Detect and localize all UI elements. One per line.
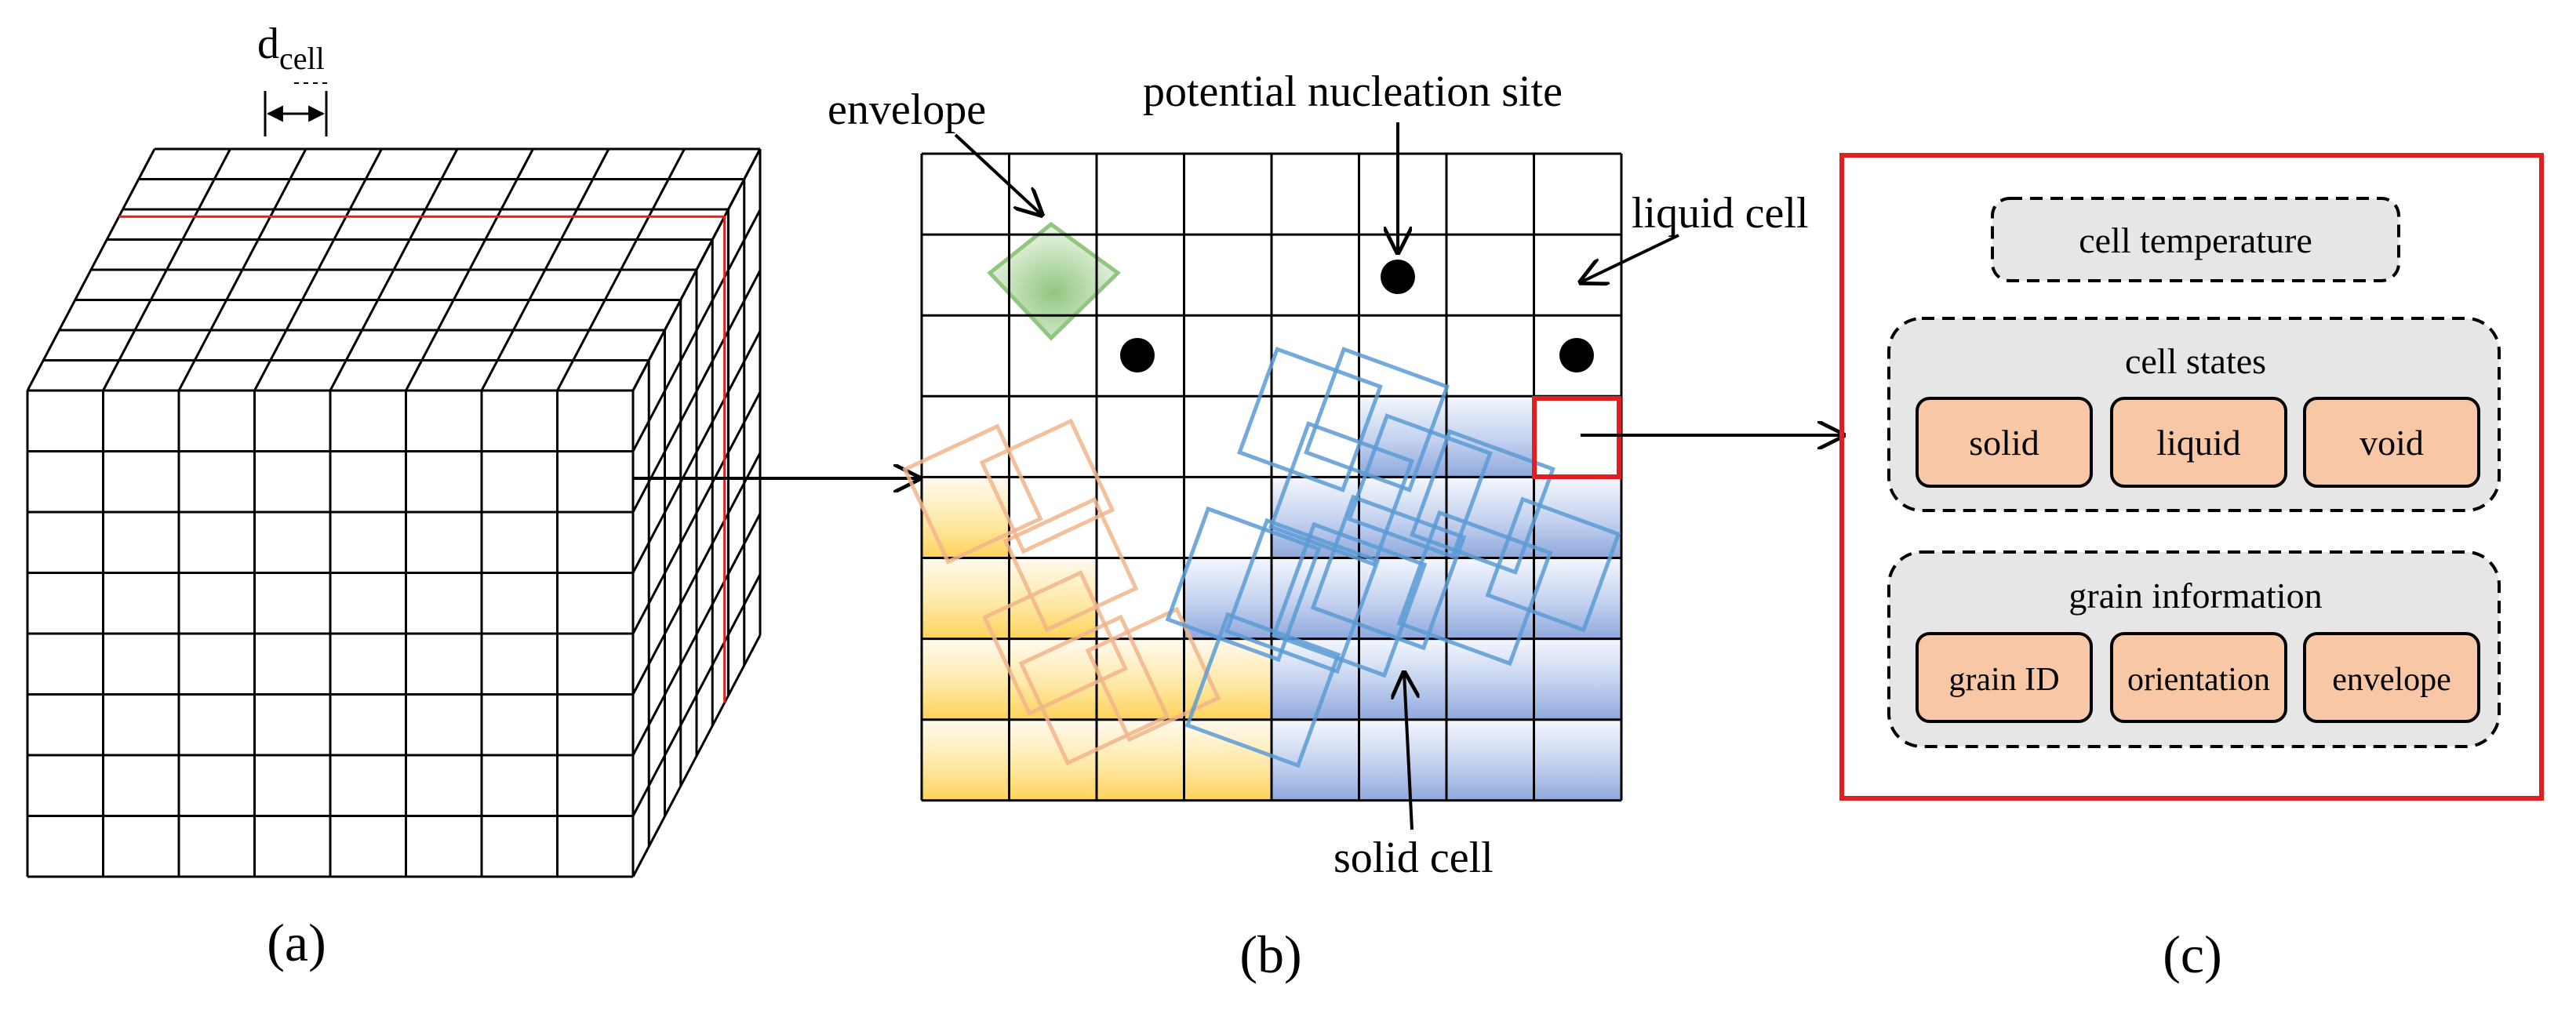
nucleation-site-dot <box>1381 260 1415 294</box>
cell-state-item-box <box>2303 397 2480 488</box>
blue-envelope-square <box>1410 429 1555 575</box>
blue-envelope-square <box>1485 496 1621 633</box>
solid-cell-blue <box>1446 719 1534 801</box>
envelope-leader-arrow <box>954 133 1042 215</box>
solid-cell-blue <box>1534 719 1621 801</box>
solid-cell-blue <box>1359 638 1446 720</box>
grain-info-item-label: grain ID <box>1948 662 2059 698</box>
grain-information-title: grain information <box>2068 576 2322 616</box>
cube-top-line <box>556 148 686 391</box>
solid-cell-blue <box>1359 719 1446 801</box>
blue-envelope-square <box>1396 510 1553 667</box>
grain-info-item-box <box>2110 632 2287 723</box>
grain-information-items: grain ID orientation envelope <box>1916 632 2480 723</box>
solid-cell-blue <box>1534 638 1621 720</box>
cube-3d-grid <box>26 147 762 878</box>
blue-envelope-square <box>1271 521 1428 678</box>
solid-cell-yellow <box>1097 719 1184 801</box>
caption-a: (a) <box>267 913 326 972</box>
nucleation-site-dot <box>1559 338 1594 372</box>
cube-side-line <box>631 573 762 817</box>
solid-cell-blue <box>1446 558 1534 639</box>
cell-states-items: solid liquid void <box>1916 397 2480 488</box>
blue-grain-envelopes <box>1165 347 1621 768</box>
solid-cell-yellow <box>922 719 1010 801</box>
grain-info-item-box <box>2303 632 2480 723</box>
highlighted-liquid-cell <box>1532 396 1621 479</box>
envelope-label: envelope <box>828 85 986 134</box>
cell-states-title: cell states <box>2125 341 2266 381</box>
orange-envelope-square <box>1085 606 1221 743</box>
cube-top-line <box>480 148 610 391</box>
orange-envelope-square <box>1002 496 1139 633</box>
cube-top-line <box>405 148 534 391</box>
blue-envelope-square <box>1347 413 1493 559</box>
cell-state-item-label: liquid <box>2156 423 2240 463</box>
orange-envelope-square <box>1018 614 1170 766</box>
orange-envelope-square <box>979 418 1115 554</box>
blue-envelope-square <box>1184 612 1341 768</box>
solid-cell-yellow <box>922 558 1010 639</box>
cube-side-line <box>631 513 762 756</box>
blue-envelope-square <box>1310 494 1467 651</box>
liquid-cell-leader-arrow <box>1581 234 1679 282</box>
solid-cell-yellow <box>1184 719 1272 801</box>
solid-cell-yellow <box>1097 638 1184 720</box>
caption-c: (c) <box>2163 925 2221 984</box>
cell-details-frame <box>1839 153 2544 801</box>
slice-grid-lines <box>920 152 1623 802</box>
solid-cell-yellow <box>922 638 1010 720</box>
cell-size-dimension <box>264 82 329 136</box>
cell-state-item-label: void <box>2360 423 2424 463</box>
cell-state-item-box <box>1916 397 2093 488</box>
potential-nucleation-site-label: potential nucleation site <box>1143 67 1563 116</box>
caption-b: (b) <box>1239 925 1301 984</box>
cell-state-item-label: solid <box>1969 423 2039 463</box>
blue-envelope-square <box>1224 518 1381 674</box>
orange-grain-envelopes <box>902 418 1221 766</box>
solid-cell-leader-arrow <box>1404 673 1412 830</box>
cube-slice-indicator <box>118 215 726 703</box>
cell-temperature-box <box>1991 197 2400 282</box>
cube-side-line <box>631 634 762 877</box>
solid-cell-blue <box>1446 638 1534 720</box>
solid-cell-label: solid cell <box>1333 834 1494 882</box>
slice-2d-grid <box>902 152 1623 802</box>
cell-temperature-label: cell temperature <box>2079 220 2312 260</box>
nucleation-site-dot <box>1120 338 1155 372</box>
cube-side-line <box>631 452 762 696</box>
grain-info-item-label: envelope <box>2332 662 2451 698</box>
cube-side-line <box>631 391 762 634</box>
blue-envelope-square <box>1304 347 1450 492</box>
orange-envelope-square <box>902 423 1043 565</box>
orange-envelope-square <box>981 569 1129 717</box>
cell-state-item-box <box>2110 397 2287 488</box>
grain-info-item-label: orientation <box>2127 662 2270 698</box>
cell-size-label: dcell <box>257 20 325 76</box>
liquid-cell-label: liquid cell <box>1632 189 1809 238</box>
solid-cell-yellow <box>1009 638 1097 720</box>
grain-info-item-box <box>1916 632 2093 723</box>
